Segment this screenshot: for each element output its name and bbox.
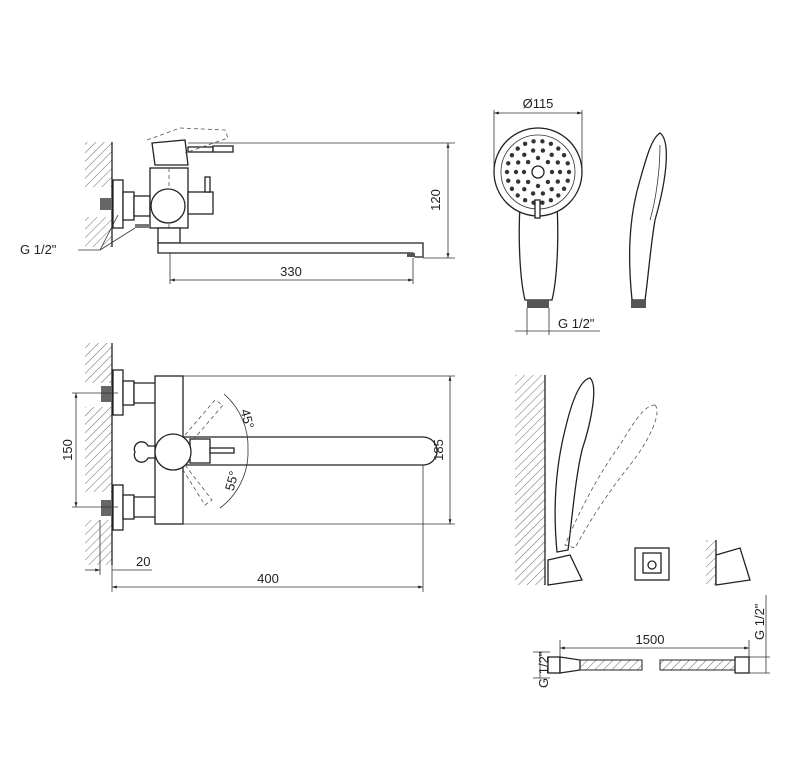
- dim-angle-down: 55°: [222, 469, 242, 492]
- nozzle-dot: [522, 187, 527, 192]
- nozzle-dot: [515, 146, 520, 151]
- nozzle-dot: [540, 148, 546, 153]
- nozzle-dot: [515, 193, 520, 198]
- nozzle-dot: [555, 179, 561, 184]
- label-thread-shower: G 1/2": [558, 316, 595, 331]
- nozzle-dot: [504, 169, 510, 175]
- holder-side: [547, 554, 583, 586]
- shower-in-holder: [554, 377, 595, 553]
- nozzle-dot: [556, 146, 561, 151]
- nozzle-dot: [525, 179, 531, 185]
- nozzle-dot: [515, 179, 521, 184]
- nozzle-dot: [521, 169, 527, 175]
- mixer-cartridge: [150, 188, 186, 224]
- nozzle-dot: [540, 200, 545, 205]
- nozzle-dot: [535, 155, 541, 161]
- nozzle-dot: [548, 141, 554, 147]
- handle: [151, 139, 189, 166]
- spout: [182, 436, 438, 466]
- shower-holder-and-hose: 1500 G 1/2" G 1/2": [515, 375, 770, 688]
- nozzle-dot: [555, 160, 561, 165]
- dim-center-distance: 150: [60, 439, 75, 461]
- nozzle-dot: [561, 186, 567, 191]
- nozzle-dot: [535, 183, 541, 189]
- nozzle-dot: [565, 161, 570, 166]
- nozzle-dot: [506, 161, 511, 166]
- diverter: [187, 191, 214, 215]
- nozzle-dot: [522, 152, 527, 157]
- shower-side-view: [628, 132, 667, 301]
- nozzle-dot: [556, 193, 561, 198]
- nut: [122, 191, 135, 221]
- nozzle-dot: [509, 186, 515, 191]
- nozzle-dot: [561, 153, 567, 158]
- wall-hatch: [85, 142, 112, 187]
- hose-segment: [579, 659, 643, 671]
- nozzle-dot: [549, 152, 554, 157]
- hose-segment: [659, 659, 736, 671]
- nozzle-dot: [522, 141, 528, 147]
- nozzle-dot: [522, 197, 528, 203]
- dim-offset: 20: [136, 554, 150, 569]
- dim-spout-reach: 330: [280, 264, 302, 279]
- wall-hatch: [85, 217, 112, 247]
- shower-head-front: Ø115 G 1/2": [493, 96, 667, 335]
- nozzle-dot: [545, 179, 551, 185]
- nozzle-dot: [530, 148, 536, 153]
- spout: [157, 242, 424, 258]
- label-hose-thread-left: G 1/2": [536, 651, 551, 688]
- holder-side-2: [715, 547, 751, 586]
- label-thread-left: G 1/2": [20, 242, 57, 257]
- lever: [212, 145, 234, 153]
- flange: [112, 179, 124, 229]
- nozzle-dot: [515, 160, 521, 165]
- nozzle-dot: [531, 139, 536, 144]
- nozzle-dot: [548, 197, 554, 203]
- faucet-front-view: 45° 55° 185 150 20 400: [60, 343, 455, 592]
- dim-height-side: 120: [428, 189, 443, 211]
- nozzle-dot: [549, 187, 554, 192]
- nozzle-dot: [525, 159, 531, 165]
- nozzle-dot: [513, 169, 519, 175]
- dim-total-reach: 400: [257, 571, 279, 586]
- faucet-side-view: 120 330 G 1/2": [20, 127, 455, 284]
- nozzle-dot: [506, 178, 511, 183]
- nozzle-dot: [509, 153, 515, 158]
- shower-handle: [518, 204, 559, 301]
- nozzle-dot: [545, 159, 551, 165]
- nozzle-dot: [540, 191, 546, 196]
- label-hose-thread-right: G 1/2": [752, 603, 767, 640]
- nozzle-dot: [540, 139, 545, 144]
- nozzle-dot: [566, 169, 572, 175]
- nozzle-dot: [565, 178, 570, 183]
- nozzle-dot: [549, 169, 555, 175]
- dim-angle-up: 45°: [238, 407, 258, 430]
- dim-hose-length: 1500: [636, 632, 665, 647]
- dim-head-diameter: Ø115: [523, 96, 554, 111]
- mixer-cartridge: [154, 433, 192, 471]
- nozzle-dot: [557, 169, 563, 175]
- dim-height-front: 185: [431, 439, 446, 461]
- nozzle-dot: [530, 191, 536, 196]
